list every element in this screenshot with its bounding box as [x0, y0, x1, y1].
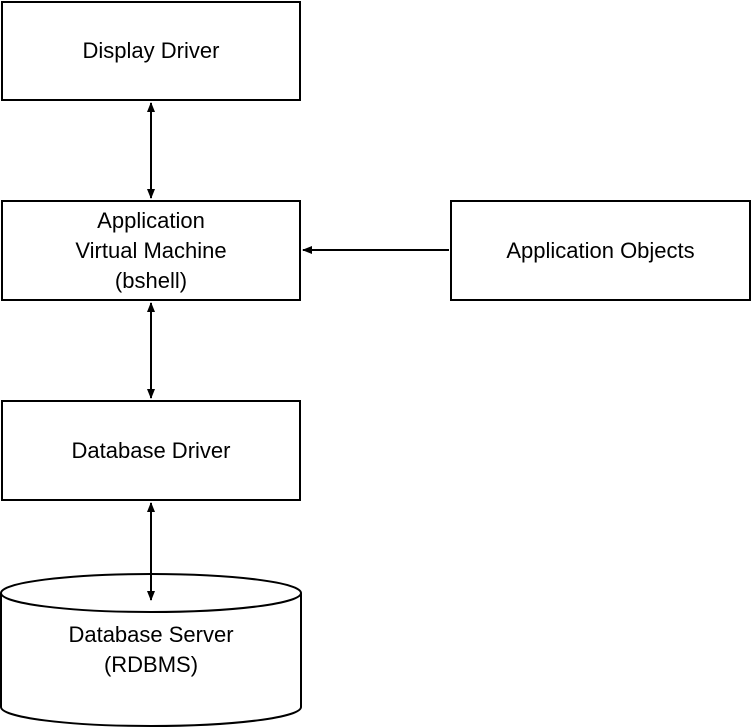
database-driver-box: Database Driver — [1, 400, 301, 501]
display-driver-box: Display Driver — [1, 1, 301, 101]
app-vm-label-line1: Application — [97, 207, 205, 233]
display-driver-label: Display Driver — [82, 38, 220, 63]
db-driver-label: Database Driver — [71, 437, 231, 463]
db-server-label-line1: Database Server — [68, 622, 234, 647]
application-vm-box: Application Virtual Machine (bshell) — [1, 200, 301, 301]
app-vm-label-line2: Virtual Machine — [75, 237, 227, 263]
app-vm-label-line3: (bshell) — [114, 267, 188, 293]
cylinder-body — [0, 593, 302, 727]
db-server-label-line2: (RDBMS) — [103, 652, 199, 677]
application-objects-box: Application Objects — [450, 200, 751, 301]
database-server-label: Database Server (RDBMS) — [1, 620, 301, 680]
app-objects-label: Application Objects — [506, 237, 695, 263]
